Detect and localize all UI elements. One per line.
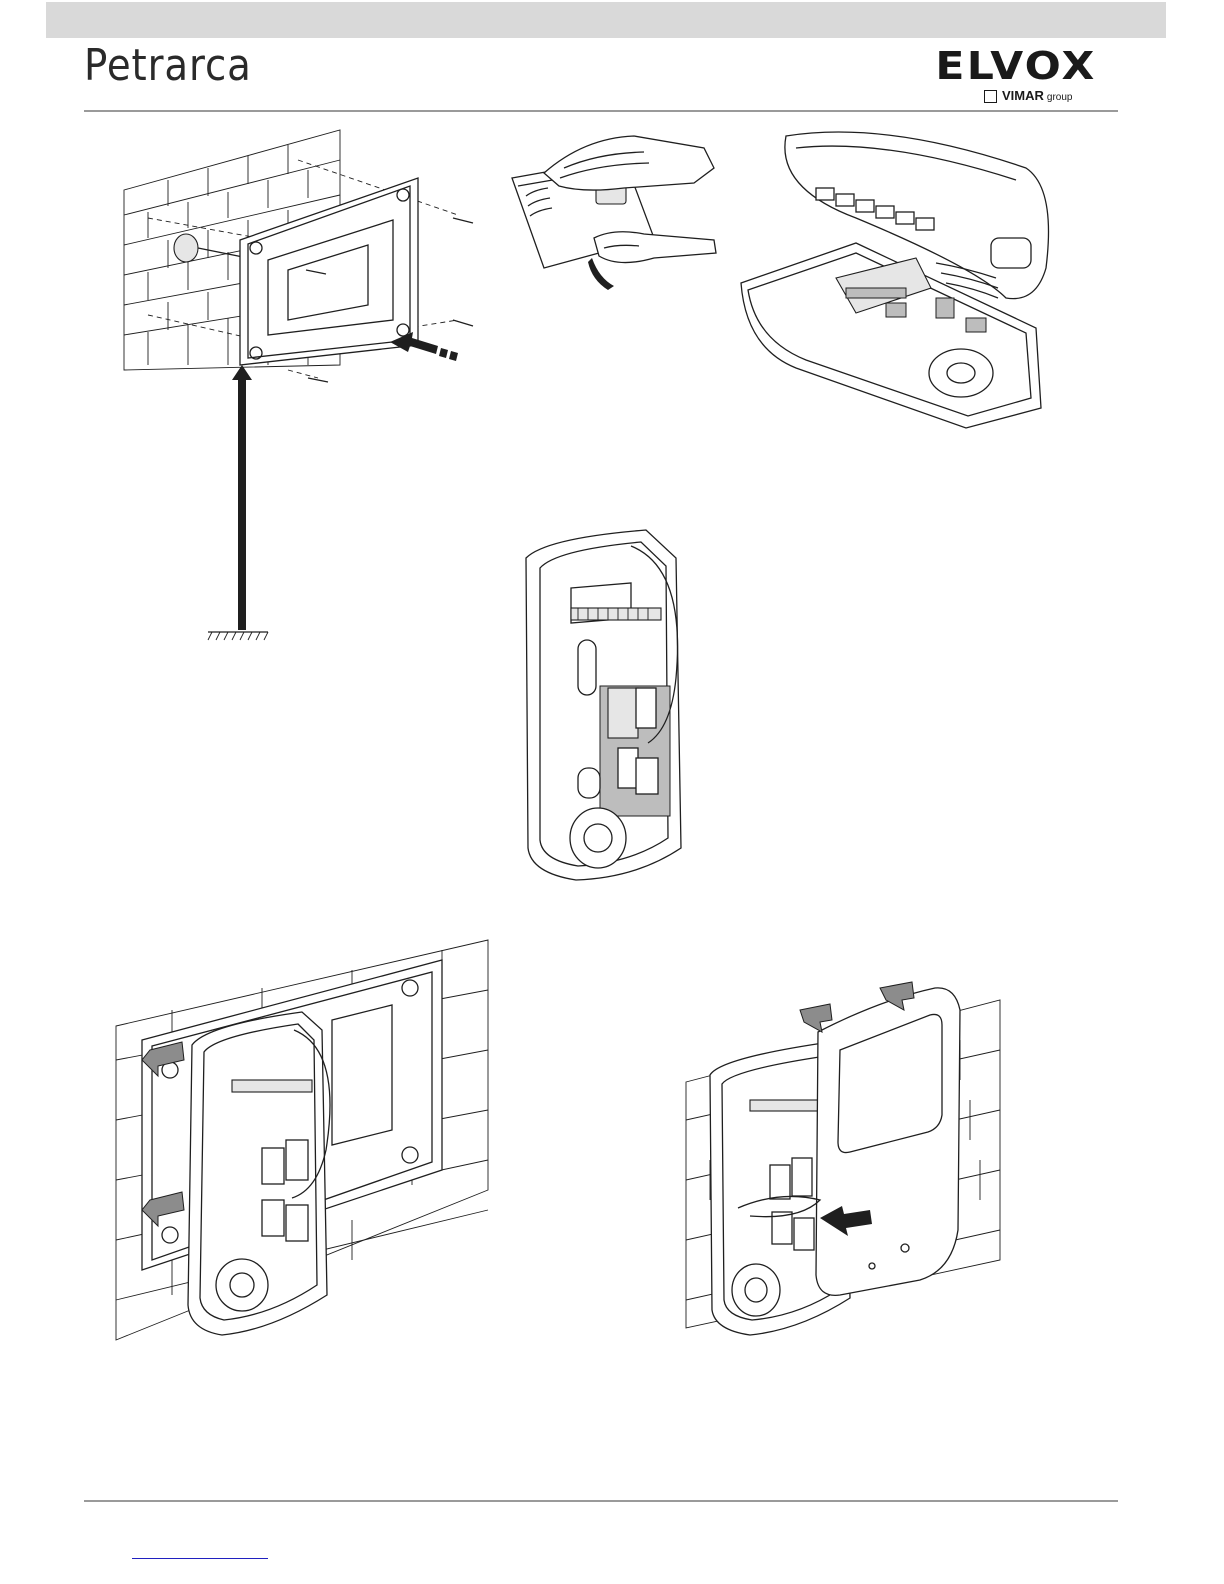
attach-handset-front-illustration bbox=[680, 980, 1010, 1340]
header-bar bbox=[46, 2, 1166, 38]
vimar-mark-icon bbox=[984, 90, 997, 103]
header-divider bbox=[84, 110, 1118, 112]
hand-opening-handset-illustration bbox=[504, 128, 724, 298]
wired-base-unit-illustration bbox=[516, 528, 696, 888]
logo-wordmark: ELVOX bbox=[926, 46, 1105, 86]
open-intercom-case-illustration bbox=[736, 128, 1066, 433]
page-title: Petrarca bbox=[84, 40, 252, 91]
footer-divider bbox=[84, 1500, 1118, 1502]
base-hook-on-plate-illustration bbox=[112, 930, 492, 1350]
footer-link-underline[interactable] bbox=[132, 1558, 268, 1559]
wall-plate-mounting-illustration bbox=[108, 120, 488, 660]
